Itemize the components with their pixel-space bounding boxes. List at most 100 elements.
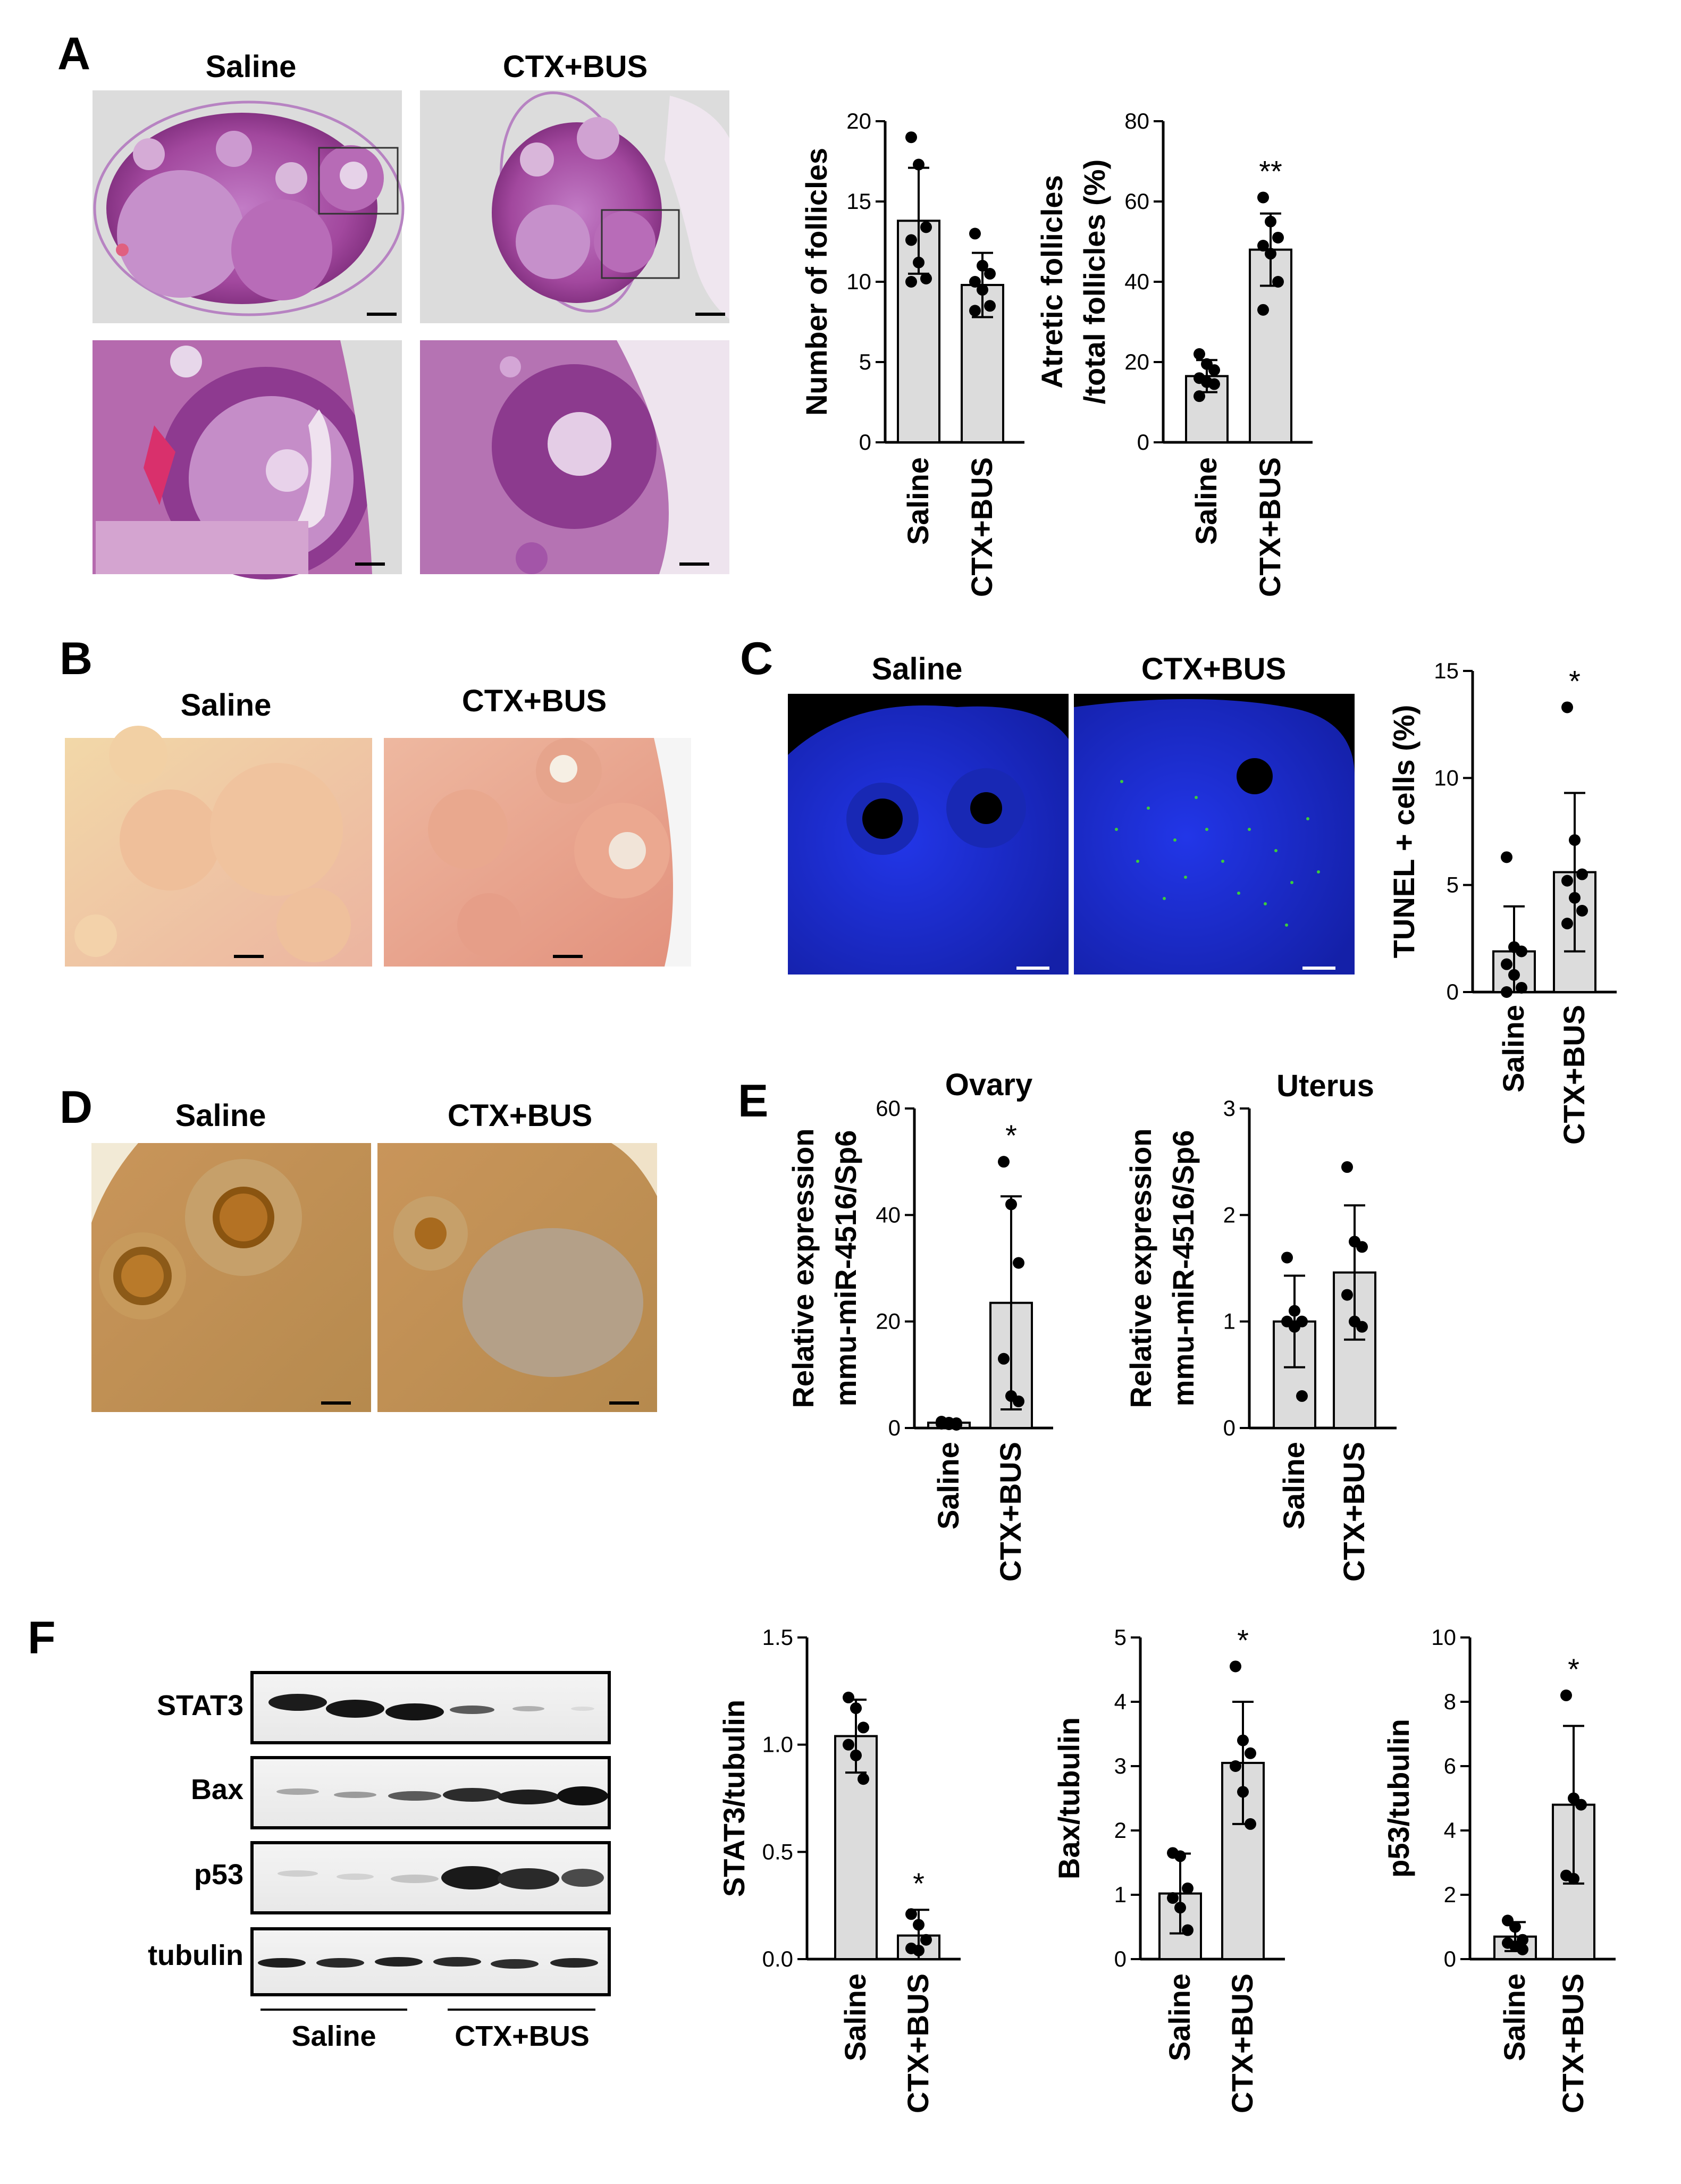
data-point	[1193, 390, 1205, 402]
y-tick-label: 1	[1114, 1882, 1127, 1907]
chart-e1-title: Ovary	[945, 1068, 1032, 1102]
micrograph-b-saline	[65, 726, 372, 967]
panel-c-title-saline: Saline	[872, 652, 963, 686]
panel-a-title-ctx: CTX+BUS	[503, 49, 648, 84]
data-point	[977, 284, 988, 296]
x-category-label: Saline	[1277, 1442, 1310, 1530]
micrograph-d-ctx	[377, 1143, 657, 1412]
data-point	[1257, 240, 1269, 252]
data-point	[850, 1749, 862, 1761]
data-point	[843, 1738, 854, 1751]
significance-marker: *	[913, 1867, 924, 1900]
y-tick-label: 40	[876, 1202, 901, 1227]
panel-letter-b: B	[60, 633, 93, 684]
panel-letter-e: E	[738, 1076, 768, 1127]
data-point	[1230, 1760, 1241, 1772]
y-axis-label: Relative expression	[786, 1128, 820, 1408]
data-point	[858, 1721, 869, 1734]
y-tick-label: 0	[1137, 430, 1149, 455]
y-tick-label: 10	[846, 269, 871, 294]
data-point	[998, 1156, 1010, 1168]
y-axis-label: TUNEL + cells (%)	[1387, 705, 1421, 959]
y-tick-label: 4	[1444, 1818, 1456, 1843]
x-category-label: CTX+BUS	[965, 457, 998, 597]
data-point	[1182, 1882, 1193, 1894]
panel-c-title-ctx: CTX+BUS	[1141, 652, 1286, 686]
y-tick-label: 80	[1124, 108, 1149, 133]
significance-marker: *	[1569, 664, 1581, 698]
data-point	[913, 1919, 924, 1931]
blot-label-p53: p53	[194, 1859, 243, 1891]
x-category-label: Saline	[1189, 457, 1223, 545]
data-point	[1272, 231, 1284, 243]
y-axis-label: mmu-miR-4516/Sp6	[1166, 1130, 1200, 1407]
data-point	[1272, 276, 1284, 288]
y-tick-label: 8	[1444, 1689, 1456, 1714]
x-category-label: CTX+BUS	[1557, 1005, 1591, 1145]
panel-letter-f: F	[28, 1612, 56, 1664]
y-axis-label: Number of follicles	[800, 148, 833, 416]
data-point	[1576, 904, 1588, 917]
panel-letter-c: C	[740, 633, 773, 684]
y-tick-label: 1	[1223, 1309, 1235, 1334]
y-tick-label: 15	[1434, 658, 1459, 683]
data-point	[1501, 851, 1512, 863]
data-point	[1265, 215, 1276, 228]
y-axis-label: Atretic follicles	[1035, 175, 1069, 388]
data-point	[1575, 1799, 1587, 1811]
data-point	[1208, 378, 1220, 390]
y-tick-label: 2	[1114, 1818, 1127, 1843]
panel-letter-d: D	[60, 1082, 93, 1133]
y-tick-label: 60	[876, 1096, 901, 1121]
x-category-label: Saline	[1163, 1973, 1196, 2061]
data-point	[1245, 1818, 1256, 1830]
data-point	[951, 1418, 962, 1431]
x-category-label: CTX+BUS	[901, 1973, 935, 2113]
data-point	[1568, 1872, 1579, 1885]
data-point	[905, 131, 917, 144]
data-point	[913, 158, 924, 171]
data-point	[920, 221, 932, 233]
data-point	[1245, 1747, 1256, 1759]
data-point	[1167, 1892, 1179, 1904]
western-blot: STAT3 Bax p53 tubulin	[148, 1671, 611, 2052]
data-point	[1569, 834, 1581, 846]
data-point	[984, 267, 996, 280]
micrograph-c-saline	[788, 694, 1069, 975]
bar	[1185, 375, 1229, 443]
data-point	[1208, 364, 1220, 376]
chart-e2-title: Uterus	[1276, 1069, 1374, 1103]
y-axis-label: Relative expression	[1124, 1128, 1157, 1408]
y-tick-label: 0	[859, 430, 871, 455]
panel-d-title-saline: Saline	[175, 1098, 266, 1133]
y-tick-label: 10	[1431, 1625, 1456, 1650]
x-category-label: Saline	[931, 1442, 965, 1530]
x-category-label: Saline	[1498, 1973, 1531, 2061]
data-point	[1576, 868, 1588, 880]
y-axis-label: mmu-miR-4516/Sp6	[829, 1130, 862, 1407]
y-axis-label: Bax/tubulin	[1052, 1717, 1086, 1879]
data-point	[1501, 958, 1512, 970]
data-point	[1509, 1921, 1521, 1933]
micrograph-a-ctx-high	[420, 340, 729, 574]
y-tick-label: 0	[1444, 1946, 1456, 1971]
y-tick-label: 10	[1434, 765, 1459, 790]
y-tick-label: 0	[1114, 1946, 1127, 1971]
data-point	[905, 234, 917, 246]
micrograph-a-saline-low	[93, 90, 405, 323]
y-tick-label: 5	[1447, 872, 1459, 897]
y-tick-label: 3	[1114, 1753, 1127, 1778]
x-category-label: CTX+BUS	[994, 1442, 1027, 1582]
data-point	[905, 1908, 917, 1920]
data-point	[969, 305, 981, 317]
y-tick-label: 0	[1223, 1415, 1235, 1440]
data-point	[920, 1934, 932, 1946]
y-tick-label: 1.0	[762, 1732, 793, 1757]
